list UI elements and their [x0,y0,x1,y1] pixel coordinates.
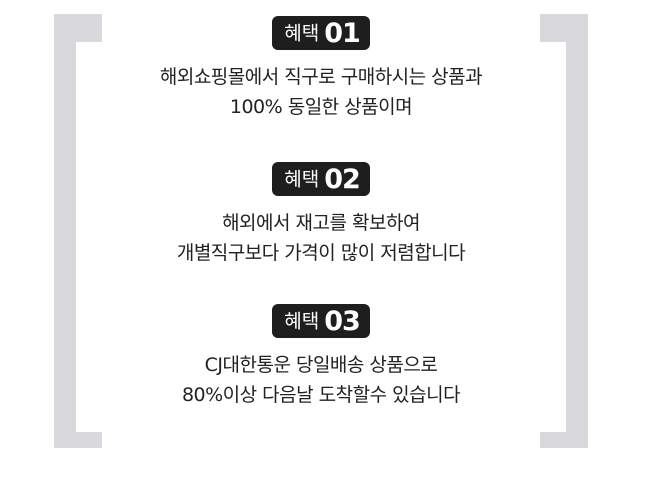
benefit-badge-number: 03 [324,305,361,337]
benefit-line: 100% 동일한 상품이며 [229,96,413,118]
benefit-badge-word: 혜택 [284,310,320,333]
benefit-badge-word: 혜택 [284,168,320,191]
benefit-description-3: CJ대한통운 당일배송 상품으로 80%이상 다음날 도착할수 있습니다 [102,350,540,410]
right-bracket-inner [536,42,566,432]
benefit-description-1: 해외쇼핑몰에서 직구로 구매하시는 상품과 100% 동일한 상품이며 [102,62,540,122]
benefit-line: CJ대한통운 당일배송 상품으로 [204,354,438,376]
benefit-line: 개별직구보다 가격이 많이 저렴합니다 [176,242,466,264]
benefit-badge-word: 혜택 [284,22,320,45]
benefit-badge-number: 02 [324,163,361,195]
benefit-line: 80%이상 다음날 도착할수 있습니다 [181,384,461,406]
benefit-badge-number: 01 [324,17,361,49]
left-bracket-decoration [54,14,106,448]
benefit-line: 해외쇼핑몰에서 직구로 구매하시는 상품과 [159,66,483,88]
benefit-description-2: 해외에서 재고를 확보하여 개별직구보다 가격이 많이 저렴합니다 [102,208,540,268]
benefit-line: 해외에서 재고를 확보하여 [222,212,420,234]
right-bracket-decoration [536,14,588,448]
left-bracket-inner [76,42,106,432]
